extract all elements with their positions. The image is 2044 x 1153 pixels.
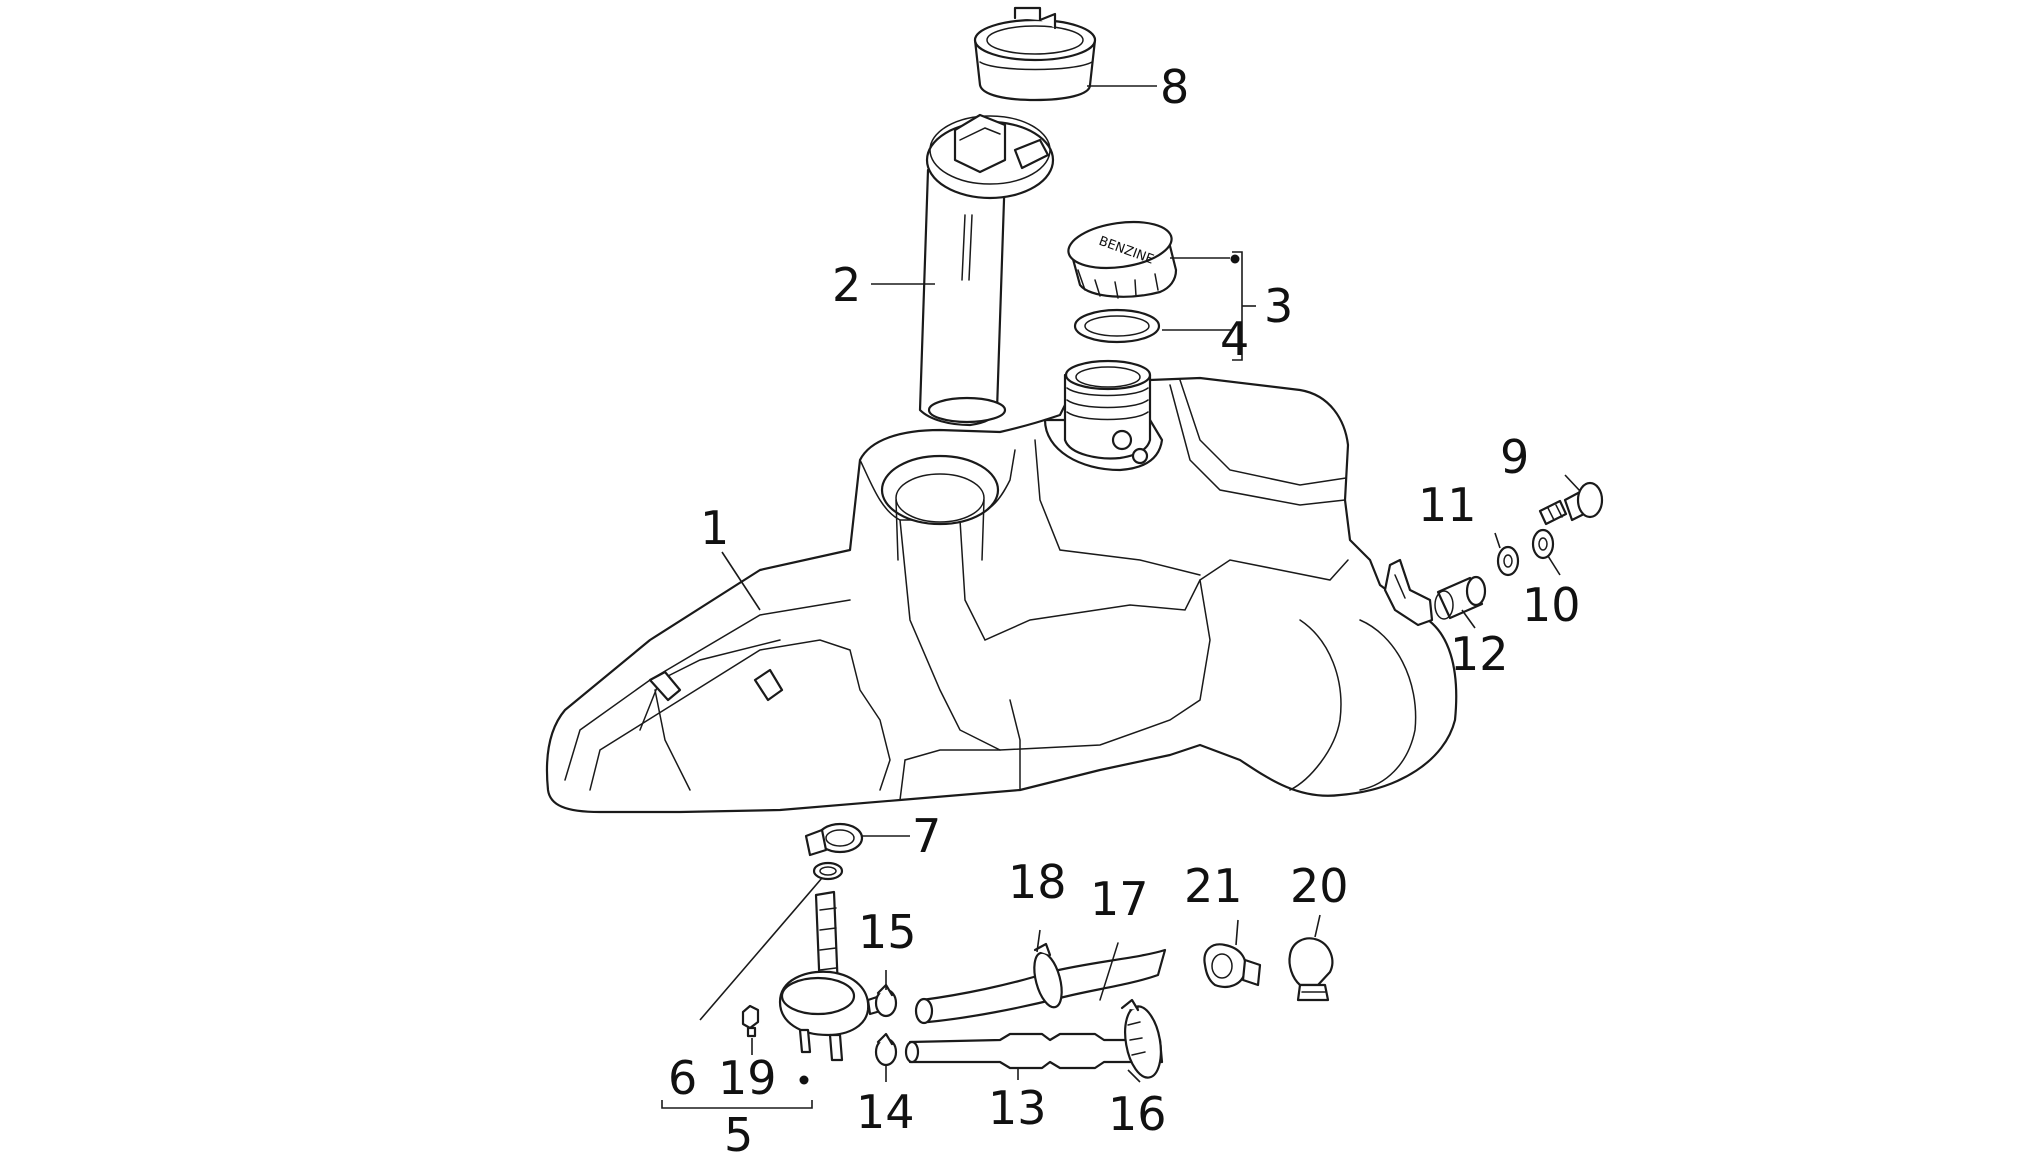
washer-large: [1531, 528, 1555, 560]
hose-clip-16: [1120, 998, 1162, 1079]
callout-2: 2: [832, 258, 861, 312]
callout-21: 21: [1184, 859, 1243, 913]
callout-3: 3: [1264, 279, 1293, 333]
callout-4: 4: [1220, 312, 1249, 366]
set-marker-dot: [1230, 254, 1240, 264]
hose-clamp-top: [804, 822, 864, 857]
sender-cap: [973, 6, 1097, 102]
fuel-tank: [545, 359, 1458, 814]
set-marker-dot: [799, 1075, 809, 1085]
hose-clip-18: [1033, 942, 1063, 1009]
pipe-clip-20: [1288, 937, 1334, 1002]
fuel-tap: [778, 890, 886, 1062]
callout-11: 11: [1418, 478, 1477, 532]
washer-small: [1496, 545, 1520, 577]
fuel-level-sender: [918, 113, 1055, 427]
vent-hose: [904, 1032, 1164, 1070]
callout-5: 5: [724, 1108, 753, 1153]
callout-20: 20: [1290, 859, 1349, 913]
callout-19: 19: [718, 1051, 777, 1105]
callout-10: 10: [1522, 578, 1581, 632]
callout-14: 14: [856, 1085, 915, 1139]
callout-15: 15: [858, 905, 917, 959]
callout-9: 9: [1500, 430, 1529, 484]
callout-labels: 1 2 3 4 5 6 7 8 9 10 11 12 13 14 15 16 1…: [668, 60, 1581, 1153]
callout-6: 6: [668, 1051, 697, 1105]
o-ring: [812, 861, 844, 881]
filler-gasket: [1073, 308, 1161, 344]
leader-lines: [661, 85, 1581, 1109]
pipe-clip-21: [1203, 943, 1262, 989]
callout-8: 8: [1160, 60, 1189, 114]
small-clamp-14: [874, 1032, 898, 1067]
filler-cap: BENZINE: [1067, 220, 1178, 299]
callout-16: 16: [1108, 1087, 1167, 1141]
small-screw: [741, 1004, 760, 1038]
callout-18: 18: [1008, 855, 1067, 909]
spacer-bushing: [1434, 575, 1487, 620]
small-clamp-15: [874, 983, 898, 1018]
callout-17: 17: [1090, 872, 1149, 926]
callout-13: 13: [988, 1081, 1047, 1135]
callout-1: 1: [700, 501, 729, 555]
callout-12: 12: [1450, 627, 1509, 681]
callout-7: 7: [912, 809, 941, 863]
bolt: [1538, 481, 1604, 526]
